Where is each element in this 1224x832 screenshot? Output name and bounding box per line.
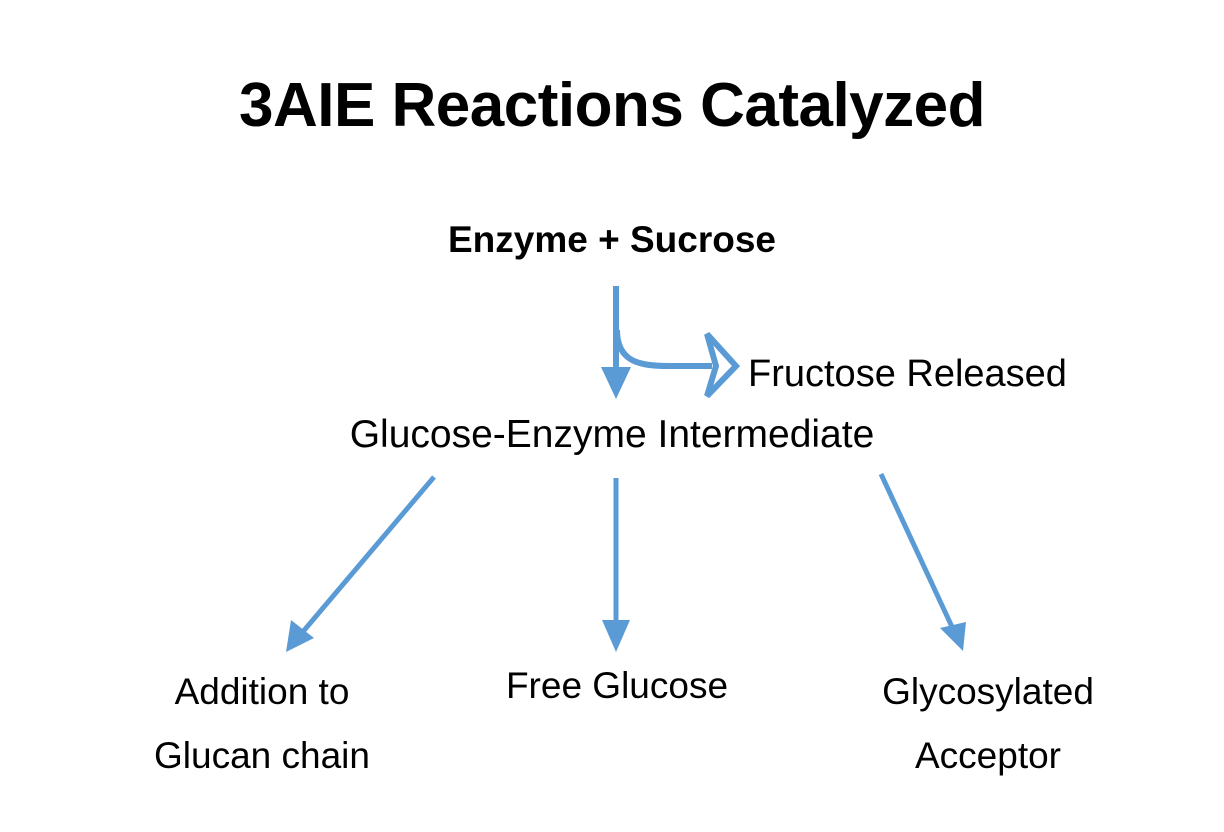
- arrow-head-solid: [286, 620, 314, 652]
- page-title: 3AIE Reactions Catalyzed: [238, 71, 986, 140]
- arrow-shaft: [299, 475, 436, 636]
- arrow-head-open: [704, 331, 741, 399]
- arrow-shaft: [878, 472, 956, 631]
- node-glycosylated-acceptor: Glycosylated Acceptor: [882, 671, 1094, 776]
- arrow-intermediate-to-acceptor: [878, 472, 966, 651]
- arrow-curved-shaft: [614, 329, 712, 369]
- node-enzyme-sucrose: Enzyme + Sucrose: [447, 219, 776, 260]
- node-free-glucose: Free Glucose: [505, 665, 729, 706]
- arrow-enzyme-to-intermediate: [601, 286, 631, 399]
- arrow-head-solid: [940, 622, 966, 651]
- arrow-head-solid: [601, 367, 631, 399]
- arrow-enzyme-to-fructose: [614, 329, 741, 399]
- arrow-intermediate-to-free-glucose: [602, 478, 630, 652]
- arrow-head-solid: [602, 620, 630, 652]
- node-addition-to-glucan-chain: Addition to Glucan chain: [154, 671, 370, 776]
- arrow-intermediate-to-glucan: [286, 475, 436, 652]
- node-glucose-enzyme-intermediate: Glucose-Enzyme Intermediate: [349, 413, 875, 456]
- node-fructose-released: Fructose Released: [748, 353, 1067, 395]
